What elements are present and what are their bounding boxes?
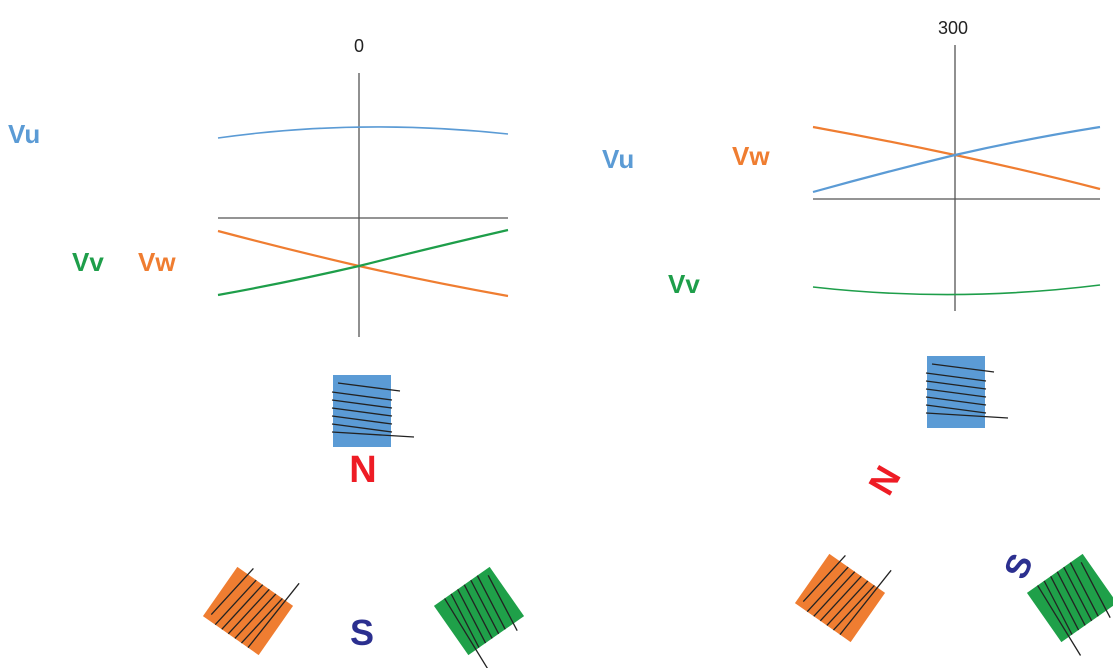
right-panel: 300 Vu Vw Vv N S: [602, 18, 1113, 657]
coil-v: [433, 566, 533, 668]
south-pole-label: S: [997, 548, 1041, 585]
vv-curve: [812, 284, 1101, 296]
vv-label: Vv: [668, 269, 700, 299]
vv-curve: [217, 228, 509, 297]
coil-u: [925, 356, 1009, 428]
vu-curve: [217, 126, 509, 139]
coil-w: [202, 551, 300, 656]
vu-curve: [812, 125, 1101, 194]
coil-w: [794, 538, 892, 643]
coil-u: [331, 375, 415, 447]
vu-label: Vu: [602, 144, 634, 174]
left-panel: 0 Vu Vv Vw N S: [8, 36, 533, 668]
north-pole-label: N: [860, 459, 909, 502]
angle-label: 300: [938, 18, 968, 38]
vw-label: Vw: [138, 247, 176, 277]
north-pole-label: N: [349, 449, 376, 491]
angle-label: 0: [354, 36, 364, 56]
vv-label: Vv: [72, 247, 104, 277]
south-pole-label: S: [350, 612, 374, 653]
vu-label: Vu: [8, 119, 40, 149]
vw-label: Vw: [732, 141, 770, 171]
coil-v: [1026, 553, 1113, 657]
